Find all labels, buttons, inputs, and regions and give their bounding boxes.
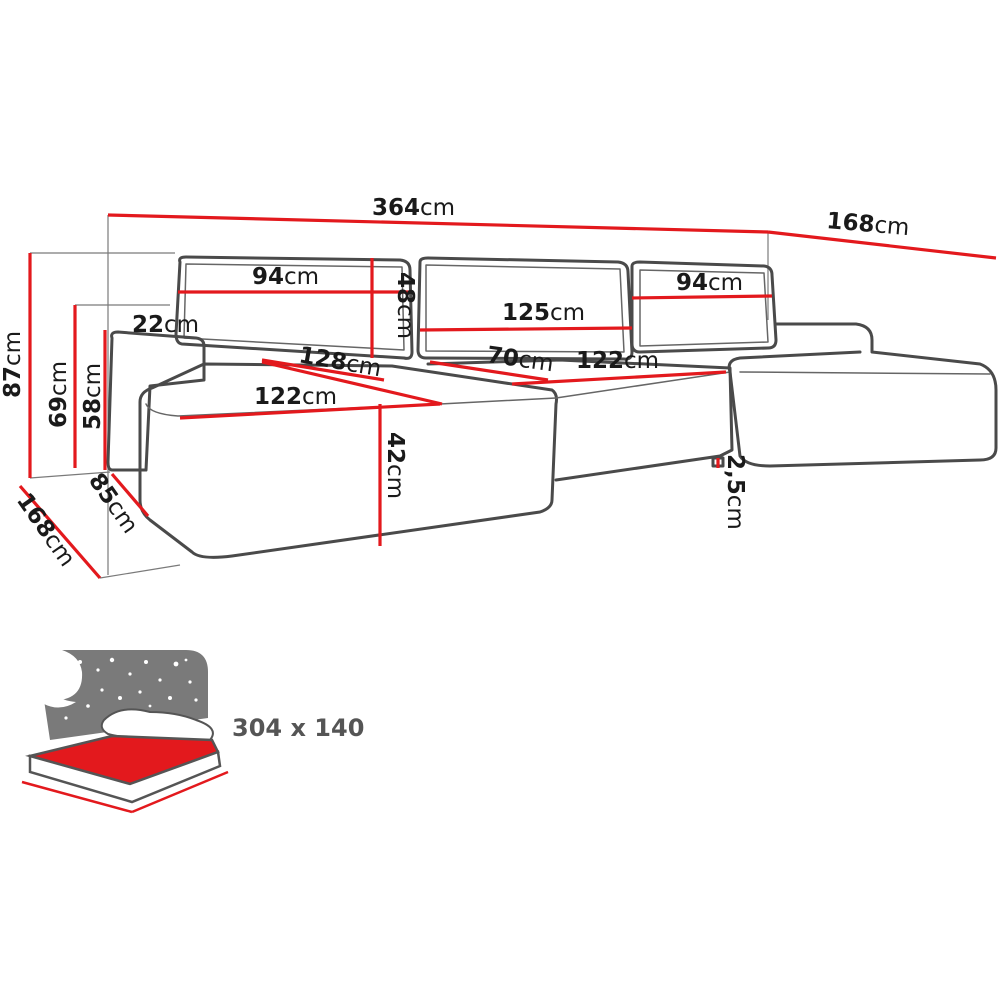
label-left-depth: 168cm	[11, 489, 80, 572]
label-middle-cushion: 125cm	[502, 300, 585, 326]
label-seat-depth: 85cm	[83, 469, 143, 539]
label-right-depth: 168cm	[825, 208, 910, 241]
dim-line-chaise-seat-slant	[261, 360, 443, 406]
label-back-height: 58cm	[80, 363, 106, 430]
left-armrest	[106, 330, 206, 472]
back-cushion-left	[174, 255, 414, 360]
dim-line-left-depth	[18, 484, 102, 580]
back-cushion-right	[630, 260, 778, 354]
right-chaise-seat	[727, 322, 998, 468]
dimension-labels: 364cm 168cm 87cm 69cm 58cm 168cm 85cm 22…	[0, 195, 911, 571]
dim-line-right-depth	[767, 230, 997, 260]
dim-line-total-width	[107, 213, 769, 234]
label-right-cushion: 94cm	[676, 270, 743, 296]
label-total-width: 364cm	[372, 195, 455, 221]
dim-line-middle-cushion	[419, 326, 633, 332]
back-cushion-middle	[416, 256, 634, 361]
stars	[64, 657, 198, 720]
label-right-seat: 122cm	[576, 348, 659, 374]
label-armrest-height: 69cm	[46, 361, 72, 428]
middle-seat	[426, 358, 734, 482]
label-leg-height: 2,5cm	[722, 454, 748, 530]
dim-line-right-cushion	[631, 294, 773, 300]
label-chaise-seat: 122cm	[254, 384, 337, 410]
mattress-side	[28, 750, 222, 804]
left-chaise-seat	[138, 362, 558, 559]
label-cushion-height: 48cm	[392, 272, 418, 339]
label-left-cushion: 94cm	[252, 264, 319, 290]
label-seat-height: 42cm	[382, 432, 408, 499]
dim-line-inner-depth	[429, 360, 549, 382]
label-armrest-width: 22cm	[132, 312, 199, 338]
label-total-height: 87cm	[0, 331, 26, 398]
dim-line-chaise-diag	[261, 358, 385, 382]
dim-line-chaise-seat	[179, 402, 441, 420]
dimension-lines	[18, 213, 997, 580]
dim-line-seat-depth	[110, 472, 150, 518]
bed-size-label: 304 x 140	[232, 714, 364, 742]
label-inner-depth: 70cm	[485, 342, 555, 377]
sofa-outline	[106, 255, 998, 559]
dim-line-right-seat	[511, 370, 727, 386]
bed-function-icon	[21, 650, 229, 814]
